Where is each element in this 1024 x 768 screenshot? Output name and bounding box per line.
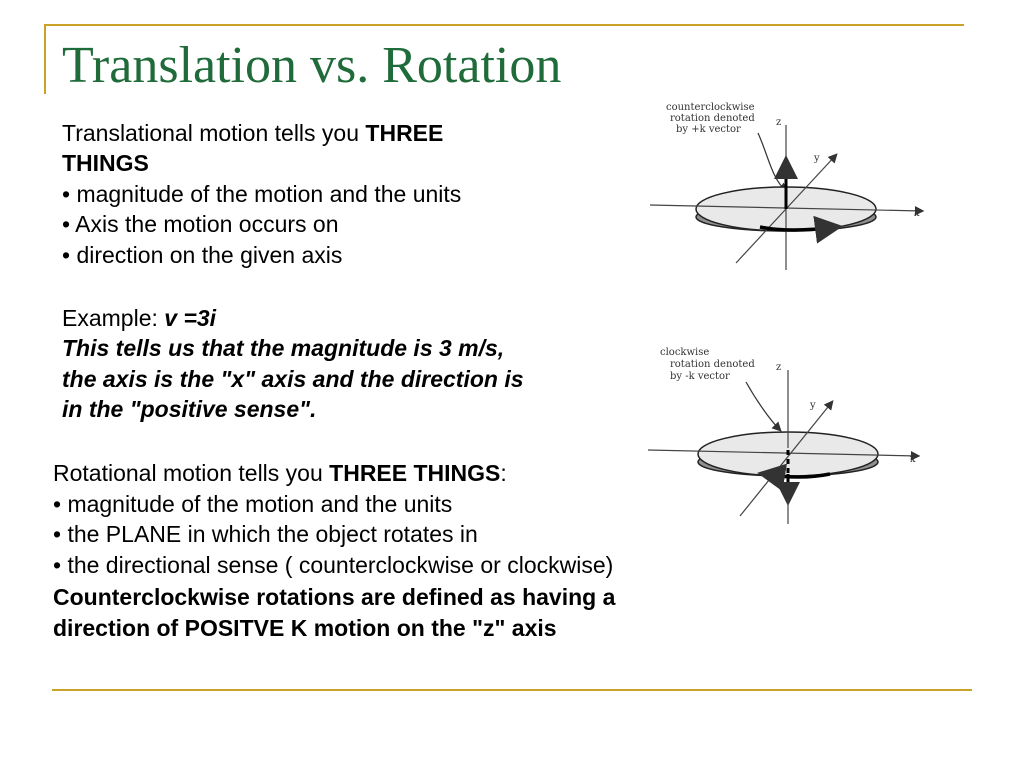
slide-title: Translation vs. Rotation [62,37,562,94]
cw-caption-line: by -k vector [670,371,730,382]
rotation-intro-text: Rotational motion tells you [53,460,330,486]
top-rule [44,24,964,26]
ccw-axis-label-z: z [776,117,781,128]
rotation-bullet: • the directional sense ( counterclockwi… [53,552,614,578]
ccw-axis-label-y: y [813,153,820,164]
translation-bullet: • direction on the given axis [62,242,343,268]
cw-axis-label-y: y [809,400,816,411]
cw-axis-label-z: z [776,362,781,373]
translation-intro-bold-line1: THREE [365,120,444,146]
ccw-axis-label-x: x [914,208,920,219]
bottom-rule [52,689,972,691]
rotation-conclusion-line: Counterclockwise rotations are defined a… [53,584,616,610]
translation-intro-text: Translational motion tells you [62,120,366,146]
rotation-bullet: • the PLANE in which the object rotates … [53,521,478,547]
ccw-caption-line: rotation denoted [670,113,755,124]
cw-rotation-arrow [757,463,831,492]
rotation-conclusion-line: direction of POSITVE K motion on the "z"… [53,615,557,641]
rotation-intro: Rotational motion tells you THREE THINGS… [53,458,507,489]
cw-x-axis [647,449,921,461]
example-explanation-line: This tells us that the magnitude is 3 m/… [62,335,505,361]
rotation-bullet: • magnitude of the motion and the units [53,491,453,517]
translation-intro: Translational motion tells you THREE [62,118,443,149]
ccw-rotation-arrow [759,215,843,244]
ccw-caption-line: counterclockwise [666,102,755,113]
example-line: Example: v =3i [62,303,216,334]
ccw-rotation-diagram: counterclockwise rotation denoted by +k … [649,102,925,270]
cw-rotation-diagram: clockwise rotation denoted by -k vector … [647,347,921,524]
ccw-rotation-figure: counterclockwise rotation denoted by +k … [640,95,950,280]
ccw-caption-line: by +k vector [676,124,741,135]
ccw-caption-pointer [757,132,788,193]
cw-caption-line: rotation denoted [670,359,755,370]
cw-rotation-figure: clockwise rotation denoted by -k vector … [640,340,950,535]
translation-bullet: • magnitude of the motion and the units [62,181,462,207]
cw-axis-label-x: x [910,454,916,465]
translation-bullet: • Axis the motion occurs on [62,211,339,237]
rotation-intro-bold: THREE THINGS [329,460,501,486]
left-rule [44,24,46,94]
translation-intro-bold-line2: THINGS [62,150,149,176]
example-value: v =3i [164,305,217,331]
example-explanation-line: in the "positive sense". [62,396,317,422]
cw-y-axis [739,400,834,517]
example-explanation-line: the axis is the "x" axis and the directi… [62,366,524,392]
example-label: Example: [62,305,165,331]
rotation-intro-suffix: : [500,460,507,486]
cw-caption-line: clockwise [660,347,709,358]
cw-caption-pointer [745,381,782,432]
